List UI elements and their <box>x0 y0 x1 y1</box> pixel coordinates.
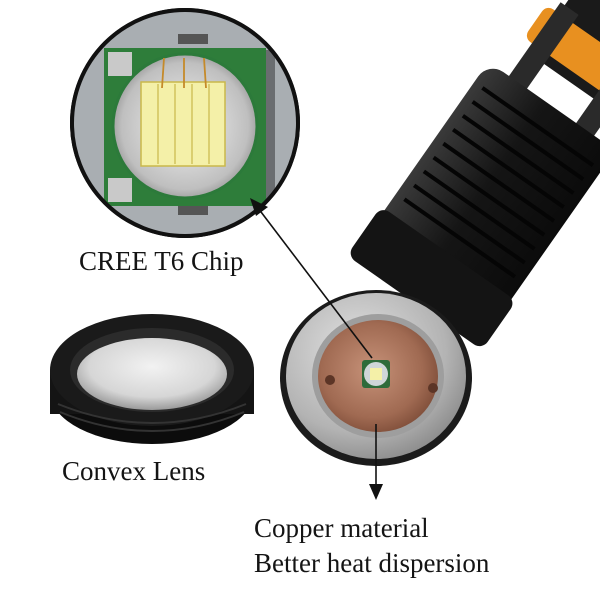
flashlight <box>280 0 600 466</box>
copper-label-line2: Better heat dispersion <box>254 548 490 578</box>
led-chip <box>370 368 382 380</box>
led-die <box>140 81 226 167</box>
chip-closeup <box>70 8 300 238</box>
chip-pointer-arrow <box>250 198 373 359</box>
copper-pointer-arrow <box>369 424 383 500</box>
chip-label: CREE T6 Chip <box>79 246 244 276</box>
lens-label: Convex Lens <box>62 456 206 486</box>
copper-label-line1: Copper material <box>254 513 429 543</box>
convex-lens <box>50 314 254 444</box>
